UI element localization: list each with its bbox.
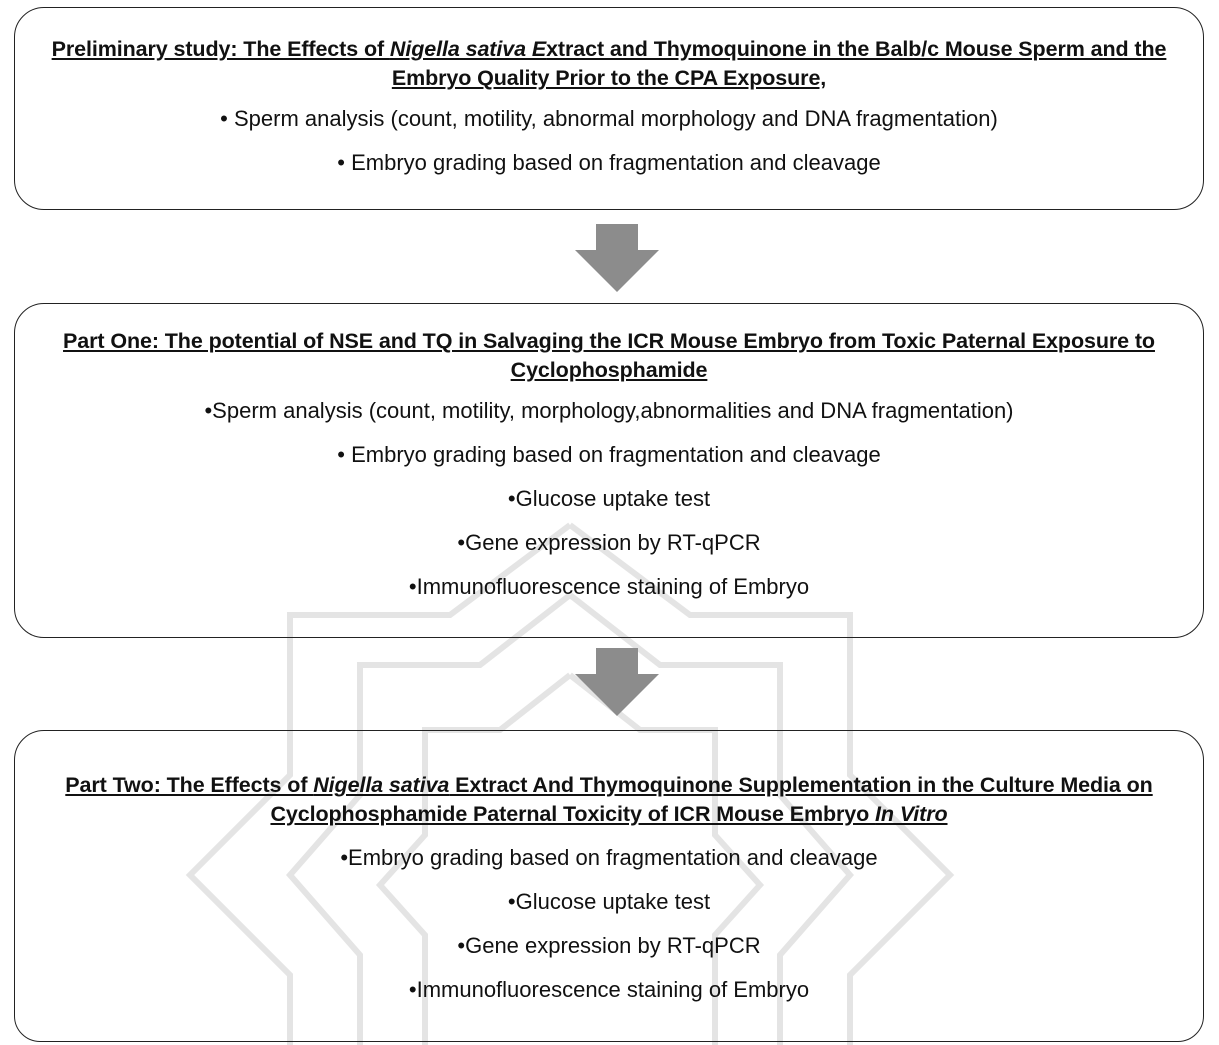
bullet-list: • Sperm analysis (count, motility, abnor… bbox=[15, 93, 1203, 177]
part-one-box: Part One: The potential of NSE and TQ in… bbox=[14, 303, 1204, 638]
bullet-item: • Embryo grading based on fragmentation … bbox=[337, 442, 881, 467]
bullet-item: •Glucose uptake test bbox=[507, 486, 711, 511]
box-title: Part Two: The Effects of Nigella sativa … bbox=[22, 731, 1197, 829]
bullet-item: •Embryo grading based on fragmentation a… bbox=[340, 845, 878, 870]
down-arrow-icon bbox=[575, 648, 659, 716]
title-part: Nigella sativa bbox=[313, 773, 450, 797]
bullet-list: •Sperm analysis (count, motility, morpho… bbox=[15, 385, 1203, 601]
box-title: Part One: The potential of NSE and TQ in… bbox=[24, 304, 1194, 385]
bullet-item: •Gene expression by RT-qPCR bbox=[457, 933, 761, 958]
down-arrow-icon bbox=[575, 224, 659, 292]
bullet-item: •Immunofluorescence staining of Embryo bbox=[408, 574, 810, 599]
bullet-item: •Sperm analysis (count, motility, morpho… bbox=[204, 398, 1014, 423]
preliminary-study-box: Preliminary study: The Effects of Nigell… bbox=[14, 7, 1204, 210]
title-part: Part One: The potential of NSE and TQ in… bbox=[63, 329, 1155, 382]
title-part: Part Two: The Effects of bbox=[65, 773, 314, 797]
title-part: Preliminary study: The Effects of bbox=[51, 37, 390, 61]
bullet-item: •Gene expression by RT-qPCR bbox=[457, 530, 761, 555]
bullet-item: •Immunofluorescence staining of Embryo bbox=[408, 977, 810, 1002]
bullet-item: •Glucose uptake test bbox=[507, 889, 711, 914]
title-part: xtract and Thymoquinone in the Balb/c Mo… bbox=[391, 37, 1167, 90]
title-part: Nigella sativa E bbox=[389, 37, 547, 61]
part-two-box: Part Two: The Effects of Nigella sativa … bbox=[14, 730, 1204, 1042]
box-title: Preliminary study: The Effects of Nigell… bbox=[29, 8, 1189, 93]
title-part: In Vitro bbox=[875, 802, 948, 826]
bullet-item: • Embryo grading based on fragmentation … bbox=[337, 150, 881, 175]
bullet-list: •Embryo grading based on fragmentation a… bbox=[15, 829, 1203, 1004]
title-part: Extract And Thymoquinone Supplementation… bbox=[270, 773, 1153, 826]
bullet-item: • Sperm analysis (count, motility, abnor… bbox=[220, 106, 998, 131]
